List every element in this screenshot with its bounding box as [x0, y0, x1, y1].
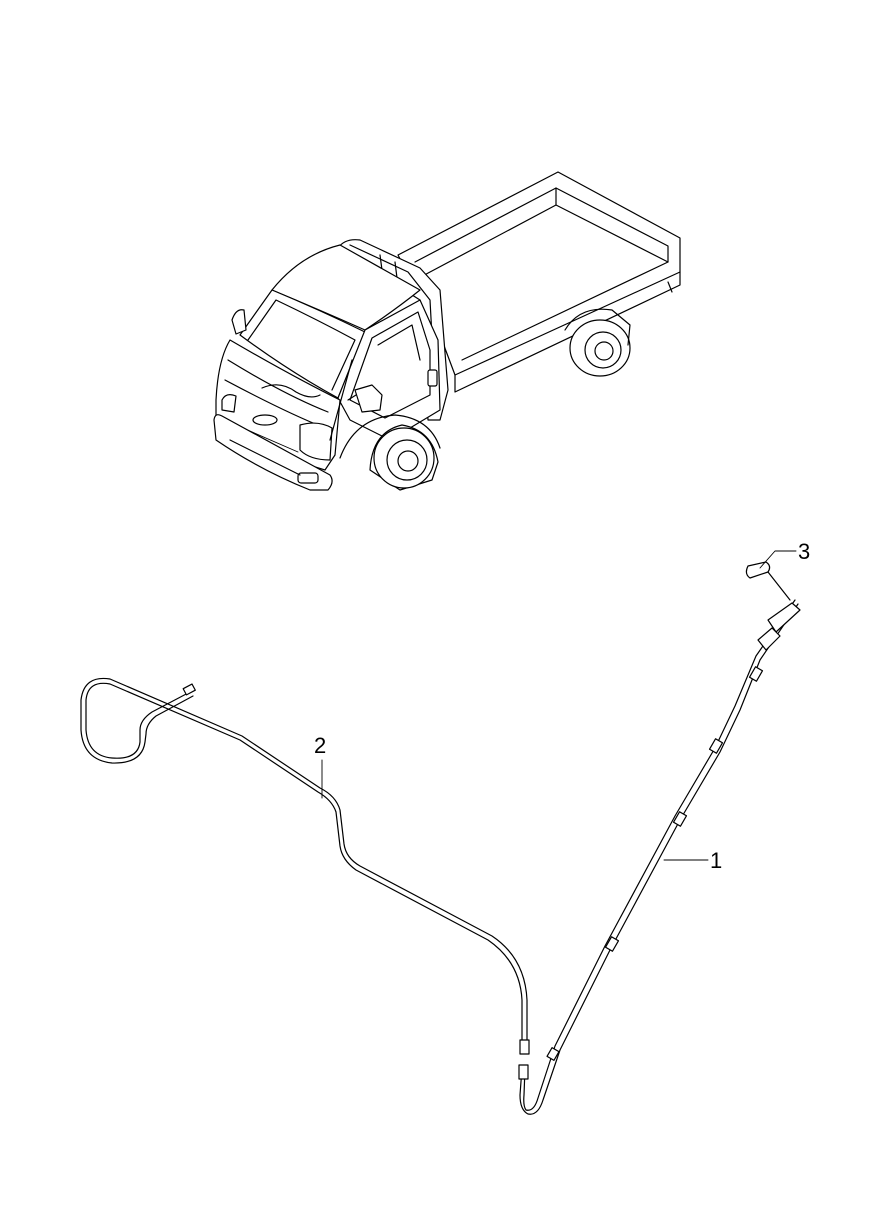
callout-leaders	[321, 550, 797, 861]
callout-label-3: 3	[798, 539, 810, 564]
truck-illustration	[213, 171, 681, 491]
callout-label-2: 2	[314, 733, 326, 758]
callout-label-1: 1	[710, 848, 722, 873]
washer-hose-part-2	[80, 677, 530, 1055]
clip-part-3	[745, 561, 791, 601]
washer-hose-part-1	[518, 599, 801, 1115]
